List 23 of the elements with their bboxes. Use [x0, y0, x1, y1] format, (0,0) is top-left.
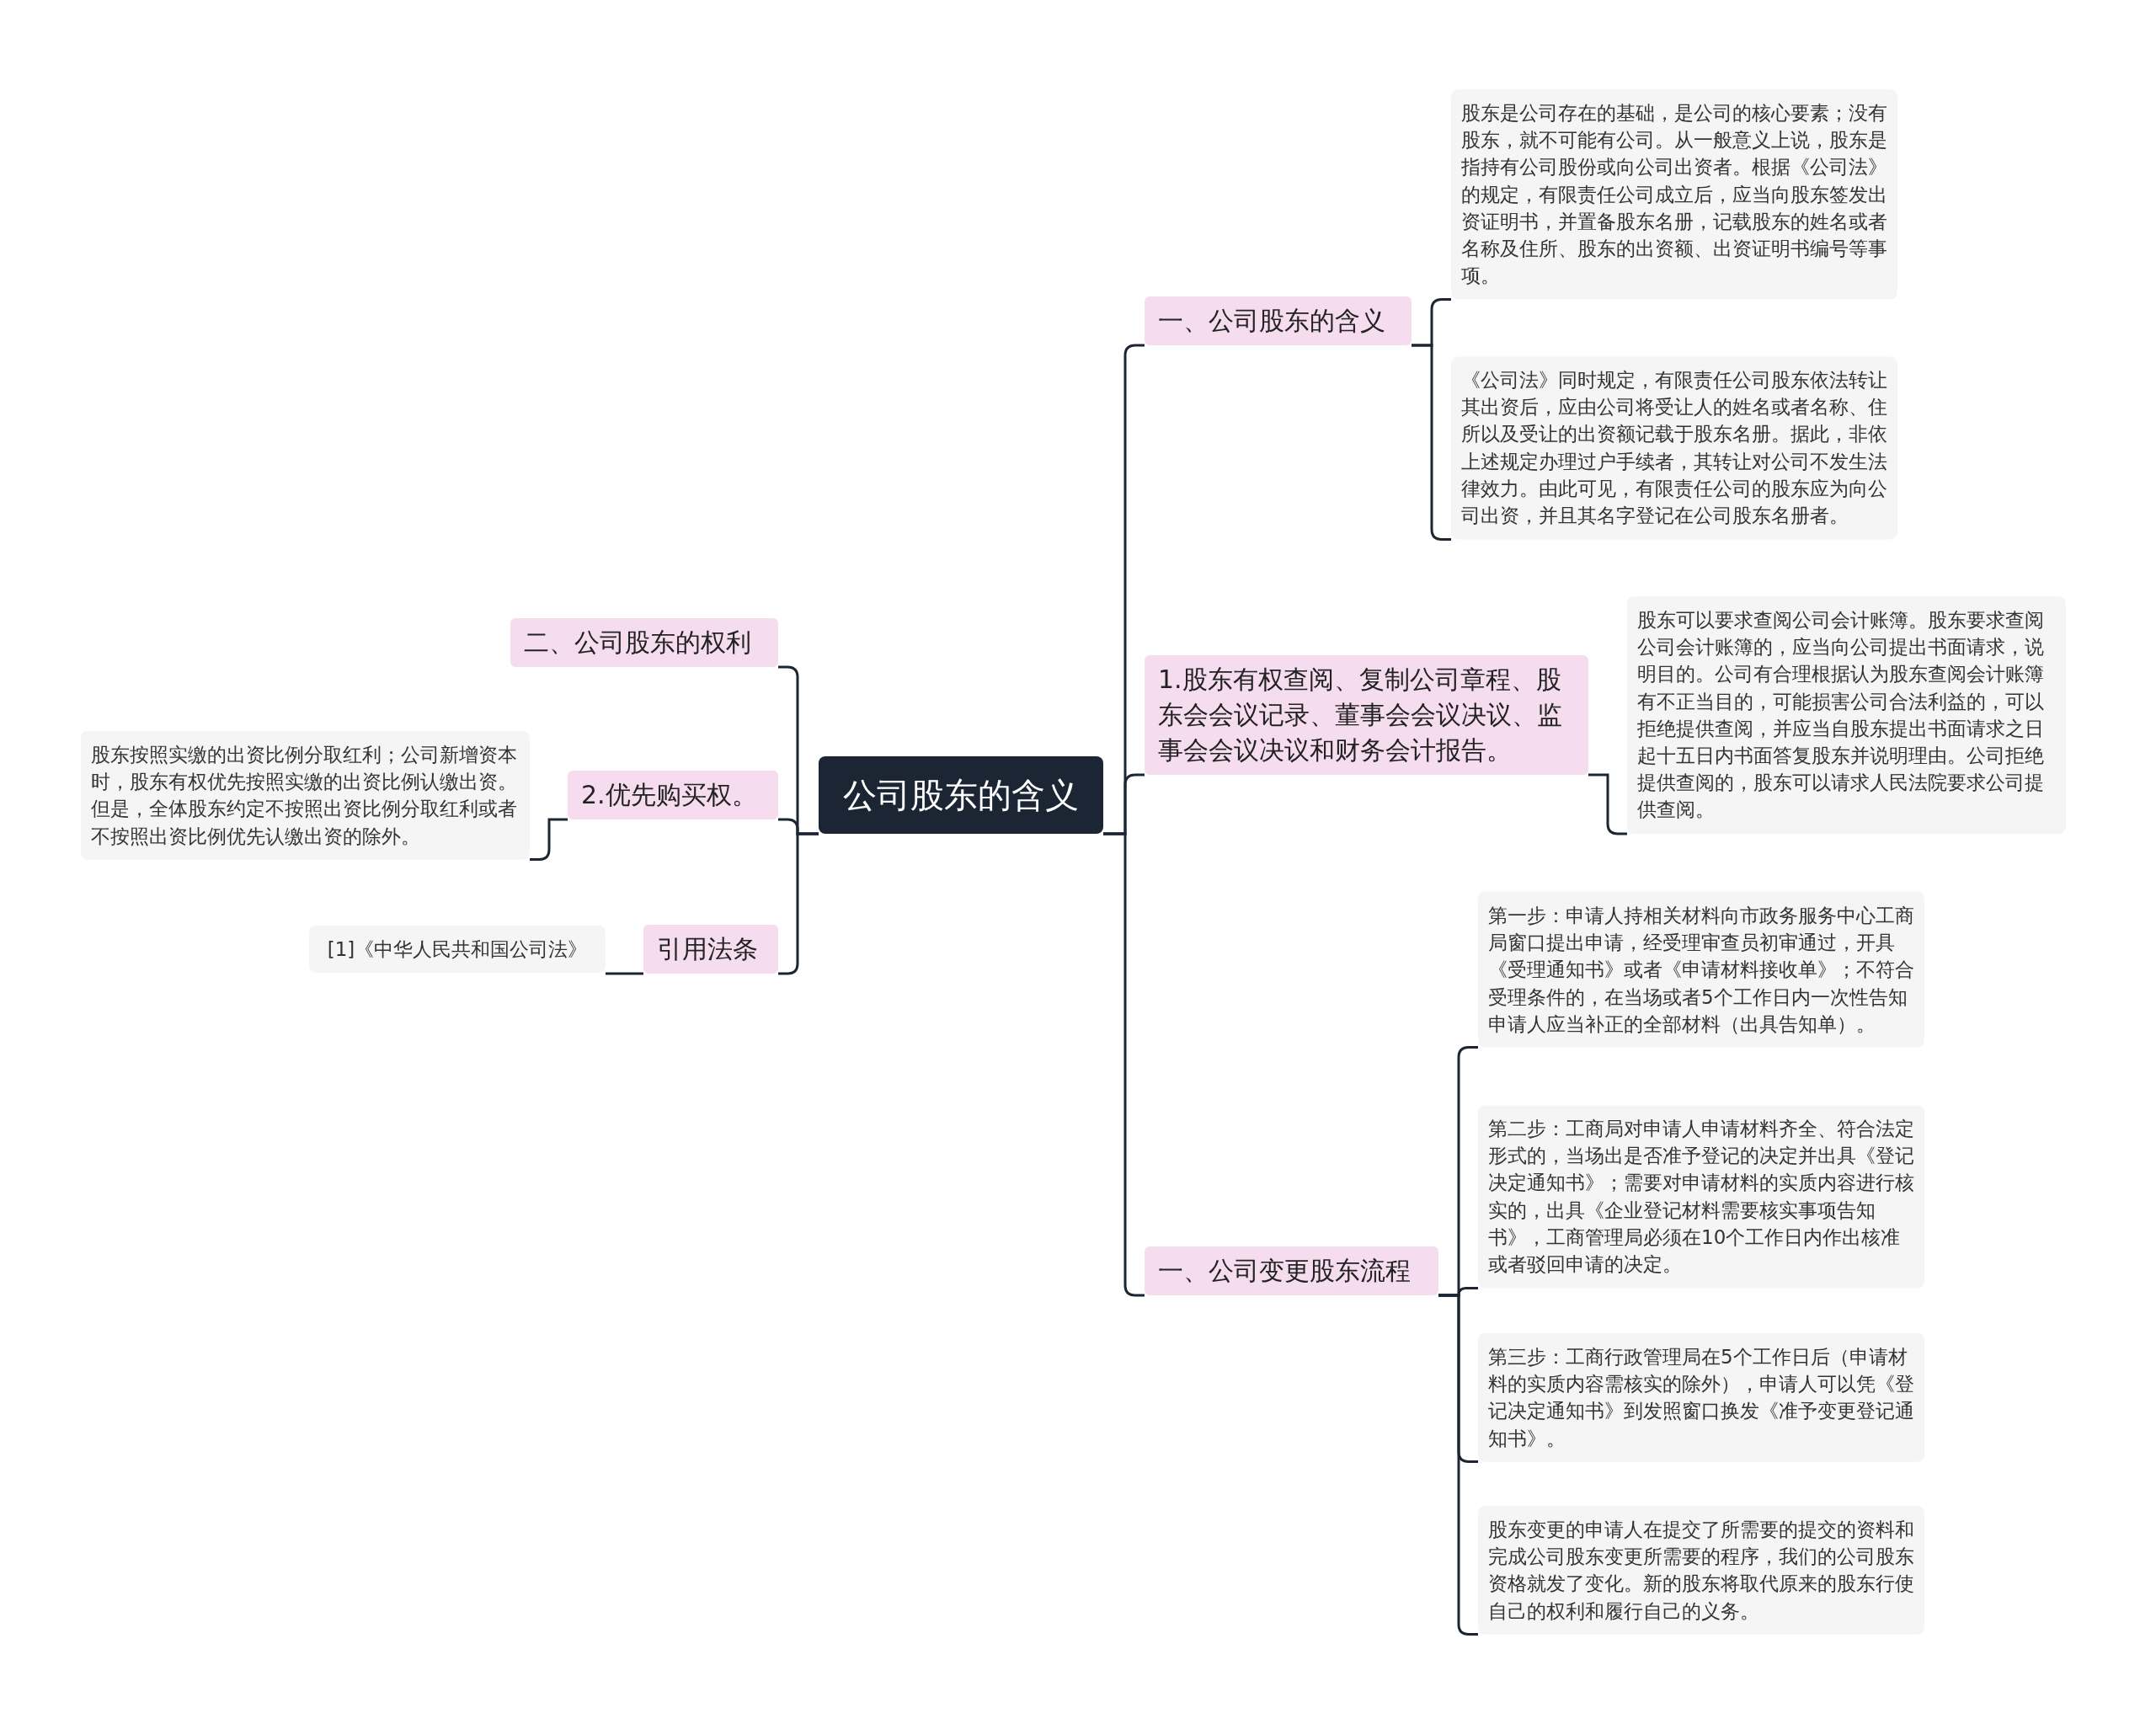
- note-box: 《公司法》同时规定，有限责任公司股东依法转让其出资后，应由公司将受让人的姓名或者名称、住所以及受让的出资额记载于股东名册。据此，非依上述规定办理过户手续者，其转让对公司不发生法律效力。由此可见，有限责任公司的股东应为向公司出资，并且其名字登记在公司股东名册者。: [1451, 356, 1897, 540]
- topic-box: 2.优先购买权。: [568, 771, 778, 819]
- connector-line: [1588, 773, 1627, 835]
- topic-box: 一、公司变更股东流程: [1145, 1246, 1438, 1295]
- note-box: 第三步：工商行政管理局在5个工作日后（申请材料的实质内容需核实的除外），申请人可以凭《登记决定通知书》到发照窗口换发《准予变更登记通知书》。: [1478, 1332, 1924, 1462]
- topic-box: 1.股东有权查阅、复制公司章程、股东会会议记录、董事会会议决议、监事会会议决议和财务会计报告。: [1145, 655, 1588, 775]
- note-box: 第一步：申请人持相关材料向市政务服务中心工商局窗口提出申请，经受理审查员初审通过，开具《受理通知书》或者《申请材料接收单》；不符合受理条件的，在当场或者5个工作日内一次性告知申请人应当补正的全部材料（出具告知单）。: [1478, 891, 1924, 1048]
- topic-box: 二、公司股东的权利: [510, 618, 778, 667]
- note-box: 第二步：工商局对申请人申请材料齐全、符合法定形式的，当场出是否准予登记的决定并出具《登记决定通知书》；需要对申请材料的实质内容进行核实的，出具《企业登记材料需要核实事项告知书》，工商管理局必须在10个工作日内作出核准或者驳回申请的决定。: [1478, 1105, 1924, 1289]
- central-topic: 公司股东的含义: [819, 756, 1103, 834]
- connector-line: [1438, 1294, 1478, 1636]
- topic-box: 引用法条: [643, 925, 778, 974]
- note-box: 股东可以要求查阅公司会计账簿。股东要求查阅公司会计账簿的，应当向公司提出书面请求，说明目的。公司有合理根据认为股东查阅会计账簿有不正当目的，可能损害公司合法利益的，可以拒绝提供查阅，并应当自股东提出书面请求之日起十五日内书面答复股东并说明理由。公司拒绝提供查阅的，股东可以请求人民法院要求公司提供查阅。: [1627, 596, 2066, 834]
- note-box: 股东按照实缴的出资比例分取红利；公司新增资本时，股东有权优先按照实缴的出资比例认缴出资。但是，全体股东约定不按照出资比例分取红利或者不按照出资比例优先认缴出资的除外。: [81, 730, 530, 860]
- connector-line: [606, 972, 643, 975]
- connector-line: [1103, 832, 1145, 1297]
- connector-line: [1412, 344, 1451, 541]
- note-box: 股东是公司存在的基础，是公司的核心要素；没有股东，就不可能有公司。从一般意义上说，股东是指持有公司股份或向公司出资者。根据《公司法》的规定，有限责任公司成立后，应当向股东签发出资证明书，并置备股东名册，记载股东的姓名或者名称及住所、股东的出资额、出资证明书编号等事项。: [1451, 89, 1897, 300]
- connector-line: [778, 832, 819, 975]
- connector-line: [530, 818, 568, 861]
- note-box: 股东变更的申请人在提交了所需要的提交的资料和完成公司股东变更所需要的程序，我们的公司股东资格就发了变化。新的股东将取代原来的股东行使自己的权利和履行自己的义务。: [1478, 1505, 1924, 1635]
- reference-box: [1]《中华人民共和国公司法》: [309, 925, 606, 974]
- topic-box: 一、公司股东的含义: [1145, 296, 1412, 345]
